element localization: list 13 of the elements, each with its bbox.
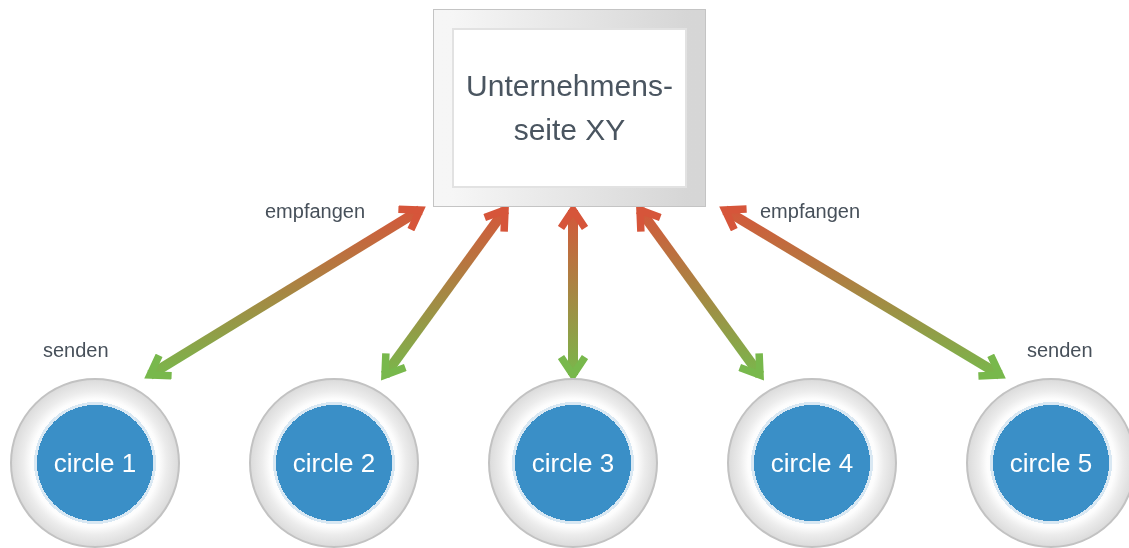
double-arrow	[380, 206, 510, 379]
flow-label: senden	[43, 339, 109, 362]
page-box	[434, 10, 705, 206]
flow-label: senden	[1027, 339, 1093, 362]
double-arrow	[146, 205, 424, 380]
flow-label: empfangen	[265, 200, 366, 223]
node-label: circle 5	[1009, 447, 1093, 479]
double-arrow	[557, 206, 589, 379]
node-label: circle 3	[531, 447, 615, 479]
node-label: circle 4	[770, 447, 854, 479]
node-label: Unternehmens- seite XY	[465, 68, 674, 148]
node-label: circle 2	[292, 447, 376, 479]
node-label: circle 1	[53, 447, 137, 479]
